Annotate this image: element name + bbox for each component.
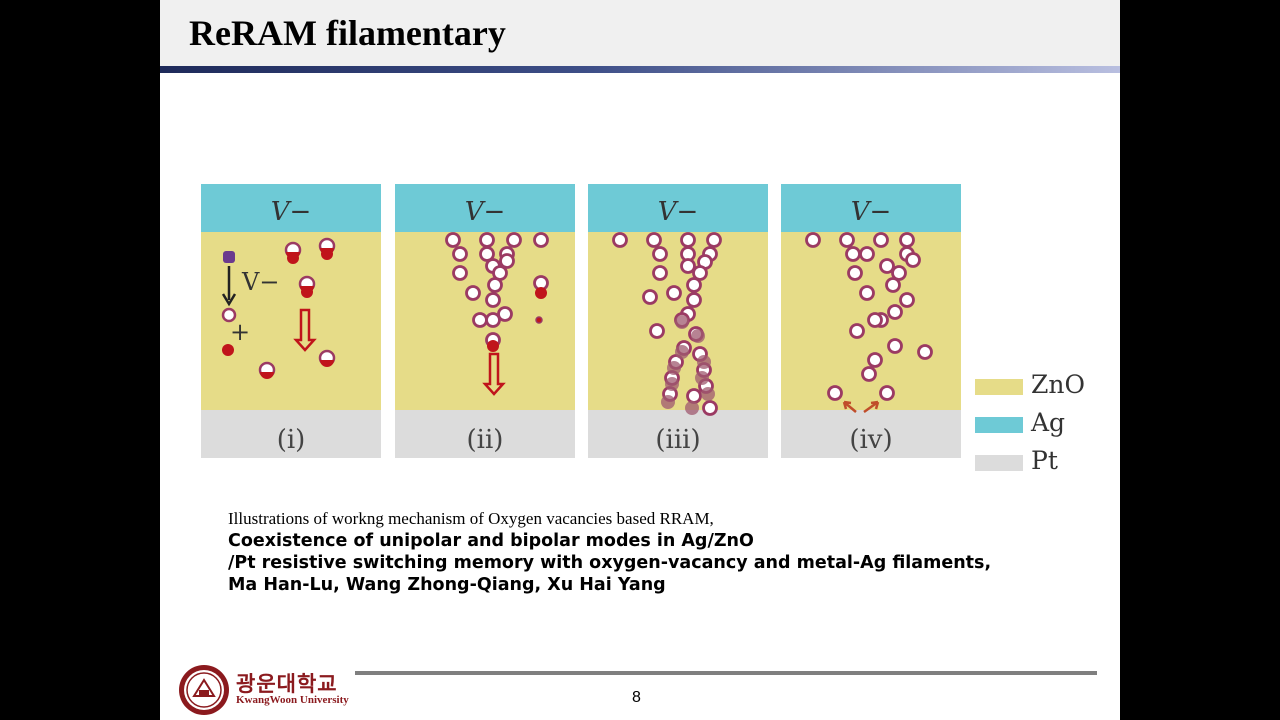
arrow-up-right-icon [863,400,880,414]
hollow-arrow-down-icon [482,352,506,396]
slide: ReRAM filamentary V− (i) [160,0,1120,720]
vacancy-filament [445,232,549,348]
figure-caption: Illustrations of workng mechanism of Oxy… [228,508,1108,596]
legend-swatch-zno [975,379,1023,395]
panel-i-field-label: V− [241,268,279,296]
caption-line-3: /Pt resistive switching memory with oxyg… [228,553,992,573]
panel-i-top-label: V− [271,197,312,227]
panel-iii: V− (iii) [588,184,768,458]
vacancy-filament [805,232,933,401]
panel-iii-bottom-label: (iii) [655,425,700,455]
legend-label-pt: Pt [1031,446,1058,475]
arrow-up-left-icon [842,400,857,413]
legend-swatch-pt [975,455,1023,471]
university-seal-icon [179,665,229,715]
legend-label-zno: ZnO [1031,370,1085,399]
legend-swatch-ag [975,417,1023,433]
panel-i: V− (i) V− + [201,184,381,458]
caption-line-1: Illustrations of workng mechanism of Oxy… [228,509,714,528]
hollow-arrow-down-icon [293,308,317,352]
caption-line-4: Ma Han-Lu, Wang Zhong-Qiang, Xu Hai Yang [228,575,666,595]
panel-i-plus-sign: + [230,318,250,346]
page-number: 8 [632,689,641,706]
panel-iv: V− (iv) [781,184,961,458]
panel-i-bottom-label: (i) [277,425,306,455]
university-name-korean: 광운대학교 [236,672,338,696]
panel-iii-top-label: V− [658,197,699,227]
reram-mechanism-figure: V− (i) V− + [201,184,961,458]
caption-line-2: Coexistence of unipolar and bipolar mode… [228,531,754,551]
panel-iv-top-label: V− [851,197,892,227]
title-bar: ReRAM filamentary [160,0,1120,66]
panel-ii-bottom-label: (ii) [467,425,504,455]
panel-ii: V− (ii) [395,184,575,458]
footer-divider [355,671,1097,675]
university-name-english: KwangWoon University [236,694,349,706]
panel-iv-bottom-label: (iv) [849,425,892,455]
slide-title: ReRAM filamentary [189,13,506,53]
ion-particles [221,237,336,379]
title-underline [160,66,1120,73]
legend-label-ag: Ag [1031,408,1066,437]
panel-ii-top-label: V− [465,197,506,227]
